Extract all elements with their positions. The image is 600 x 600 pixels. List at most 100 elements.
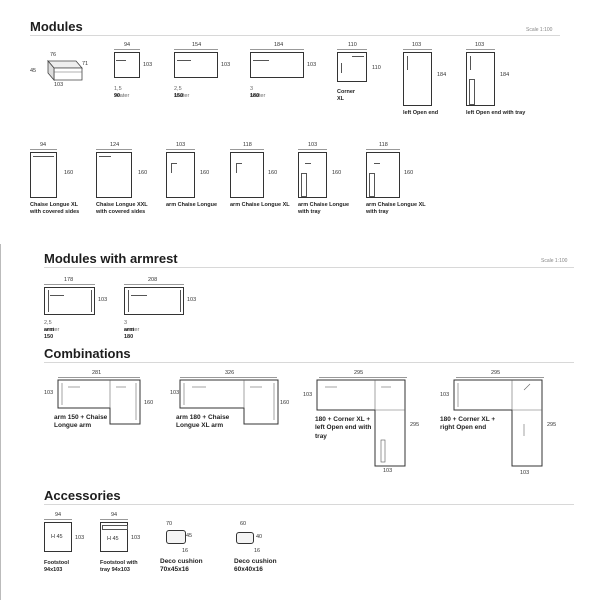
module-plan [44,287,95,315]
dim-side: 160 [200,170,210,176]
modules-scale: Scale 1:100 [526,27,553,33]
dim-side: 103 [75,535,85,541]
dim-top: 118 [243,142,252,148]
accessories-title: Accessories [44,488,121,503]
dim-side: 160 [268,170,278,176]
armrest-title: Modules with armrest [44,251,178,266]
dim-left: 103 [440,392,450,398]
module-plan [466,52,495,106]
cushion-drawing [236,532,254,544]
module-plan [174,52,218,78]
module-name: 90 [114,93,121,99]
dim-bottom: 103 [383,468,393,474]
combination-name: arm 180 + Chaise Longue XL arm [176,414,230,430]
module-name: arm Chaise Longue XL [230,202,290,208]
dim-top: 281 [92,370,102,376]
module-sub: 2,5 seater [174,86,190,99]
dim-side: 110 [372,65,381,71]
accessory-name: Footstool 94x103 [44,560,70,574]
dim-depth: 16 [182,548,189,554]
module-plan [114,52,140,78]
dim-top: 103 [475,42,485,48]
sofa-perspective-drawing [47,59,83,82]
module-plan [230,152,264,198]
module-plan [337,52,367,82]
module-name: 150 [174,93,184,99]
dim-side: 184 [437,72,447,78]
module-name: 180 [250,93,260,99]
armrest-rule [44,267,574,268]
module-name: arm Chaise Longue [166,202,218,208]
module-name: left Open end with tray [466,110,526,116]
dim-bottom: 103 [520,470,530,476]
dim-side: 160 [332,170,342,176]
modules-title: Modules [30,19,83,34]
dim-right: 160 [144,400,154,406]
dim-top: 154 [192,42,202,48]
dim-left: 103 [44,390,54,396]
module-plan [366,152,400,198]
dim-side: 103 [143,62,153,68]
dim-top: 208 [148,277,158,283]
combination-plan [179,379,279,425]
dim-right: 295 [410,422,420,428]
module-plan [250,52,304,78]
dim-side: 103 [131,535,141,541]
module-plan [96,152,132,198]
footstool-height: H 45 [107,536,119,542]
module-plan [166,152,195,198]
module-name: left Open end [403,110,439,116]
dim-side: 103 [98,297,108,303]
dim-top: 103 [412,42,422,48]
accessories-rule [44,504,574,505]
module-name: Chaise Longue XXL with covered sides [96,202,148,216]
module-name: Corner XL [337,89,356,103]
module-sub: 1,5 seater [114,86,130,99]
dim-side: 40 [256,534,263,540]
dim-side: 103 [187,297,197,303]
accessory-name: Deco cushion 60x40x16 [234,558,277,574]
module-name: arm Chaise Longue XL with tray [366,202,426,216]
dim-side: 160 [138,170,148,176]
dim-depth: 71 [82,61,89,67]
dim-side: 160 [64,170,74,176]
module-sub: 3 seater [124,320,140,333]
footstool-height: H 45 [51,534,63,540]
dim-top: 124 [110,142,120,148]
combination-name: 180 + Corner XL + left Open end with tra… [315,416,372,440]
dim-top: 94 [124,42,131,48]
module-sub: 3 seater [250,86,266,99]
footstool-plan: H 45 [44,522,72,552]
combination-plan [57,379,141,425]
module-plan [298,152,327,198]
module-name: arm Chaise Longue with tray [298,202,350,216]
dim-top: 60 [240,521,247,527]
module-name: arm 150 [44,327,55,341]
module-name: arm 180 [124,327,135,341]
dim-top: 94 [55,512,62,518]
dim-top: 103 [308,142,318,148]
combinations-rule [44,362,574,363]
module-plan [30,152,57,198]
dim-top: 94 [111,512,118,518]
combination-name: arm 150 + Chaise Longue arm [54,414,108,430]
accessory-name: Deco cushion 70x45x16 [160,558,203,574]
accessory-name: Footstool with tray 94x103 [100,560,138,574]
dim-side: 184 [500,72,510,78]
combination-plan [316,379,406,467]
dim-top: 118 [379,142,388,148]
dim-right: 295 [547,422,557,428]
module-name: Chaise Longue XL with covered sides [30,202,80,216]
dim-side: 103 [221,62,231,68]
dim-depth: 16 [254,548,261,554]
dim-bottom: 103 [54,82,64,88]
dim-top: 94 [40,142,47,148]
page-edge-line [0,244,1,600]
cushion-drawing [166,530,186,544]
combination-plan [453,379,543,467]
combinations-title: Combinations [44,346,131,361]
dim-top: 70 [166,521,173,527]
dim-height: 45 [30,68,37,74]
dim-side: 103 [307,62,317,68]
dim-left: 103 [303,392,313,398]
